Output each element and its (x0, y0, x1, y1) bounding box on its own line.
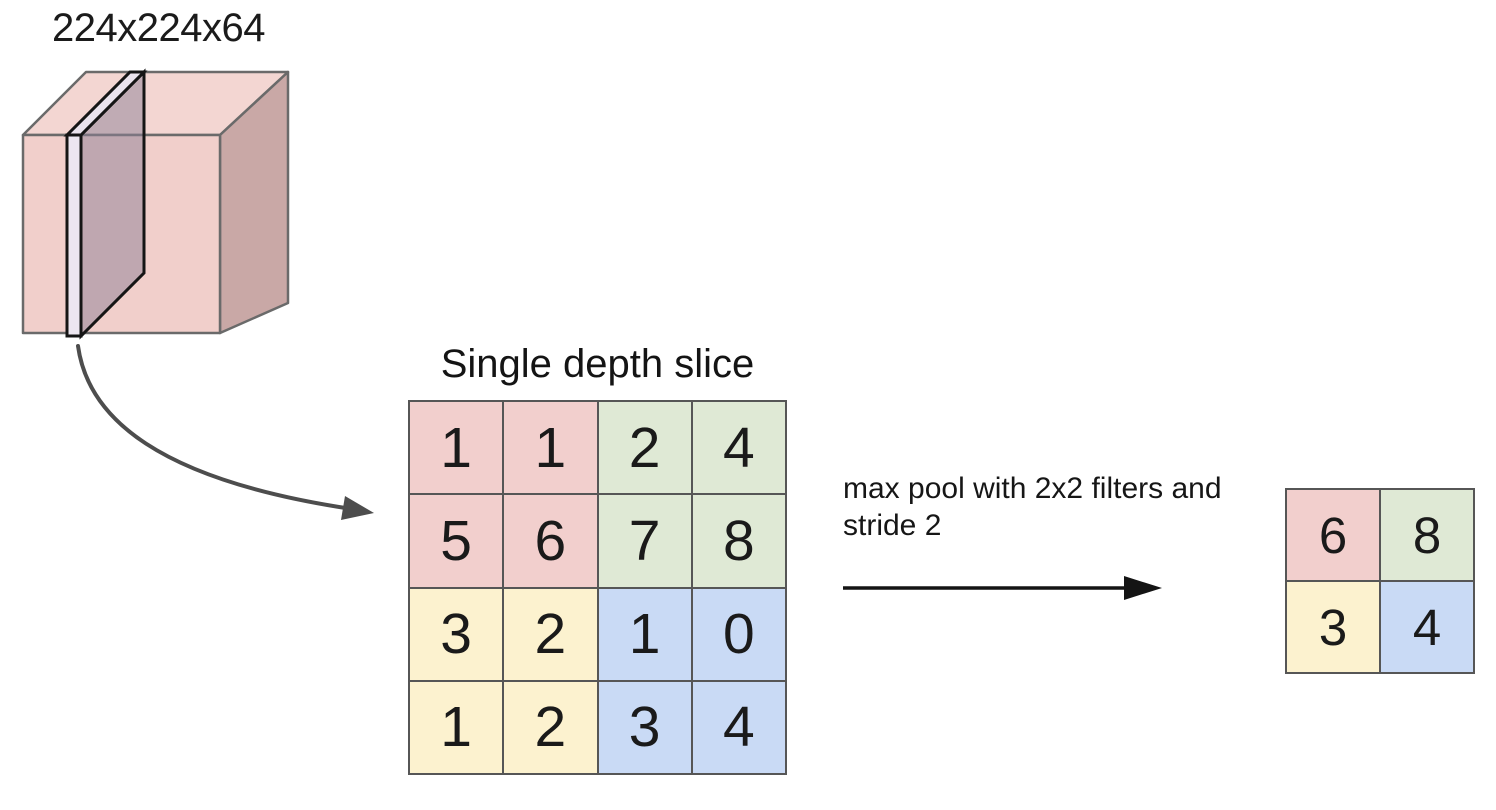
input-grid-title: Single depth slice (440, 342, 755, 386)
input-grid-cell-r2c0: 3 (410, 588, 503, 680)
depth-slice-front-strip (65, 133, 83, 338)
input-grid-cell-r1c0: 5 (410, 495, 503, 587)
volume-dimensions-label: 224x224x64 (52, 6, 265, 50)
input-grid-cell-r2c1: 2 (504, 588, 597, 680)
input-grid-cell-r3c0: 1 (410, 681, 503, 773)
curved-arrow (76, 344, 374, 520)
input-grid-cell-r3c1: 2 (504, 681, 597, 773)
input-grid-cell-r0c0: 1 (410, 402, 503, 494)
feature-map-cube (21, 70, 290, 335)
input-grid-cell-r1c2: 7 (598, 495, 691, 587)
input-grid-cell-r3c3: 4 (692, 681, 785, 773)
maxpool-arrow-head (1124, 576, 1162, 600)
input-grid-cell-r3c2: 3 (598, 681, 691, 773)
depth-slice (63, 68, 148, 340)
input-grid-cell-r0c2: 2 (598, 402, 691, 494)
input-grid-cell-r0c1: 1 (504, 402, 597, 494)
output-grid-cell-r0c0: 6 (1287, 490, 1379, 580)
input-grid-cell-r0c3: 4 (692, 402, 785, 494)
maxpool-operation-label: max pool with 2x2 filters and stride 2 (843, 472, 1222, 542)
output-grid-cell-r1c1: 4 (1381, 582, 1473, 672)
curved-arrow-head (341, 496, 374, 520)
input-grid-cell-r2c3: 0 (692, 588, 785, 680)
maxpool-arrow (843, 576, 1162, 600)
input-grid-cell-r2c2: 1 (598, 588, 691, 680)
output-grid-cell-r0c1: 8 (1381, 490, 1473, 580)
output-grid-cell-r1c0: 3 (1287, 582, 1379, 672)
input-grid-cell-r1c3: 8 (692, 495, 785, 587)
input-grid-cell-r1c1: 6 (504, 495, 597, 587)
